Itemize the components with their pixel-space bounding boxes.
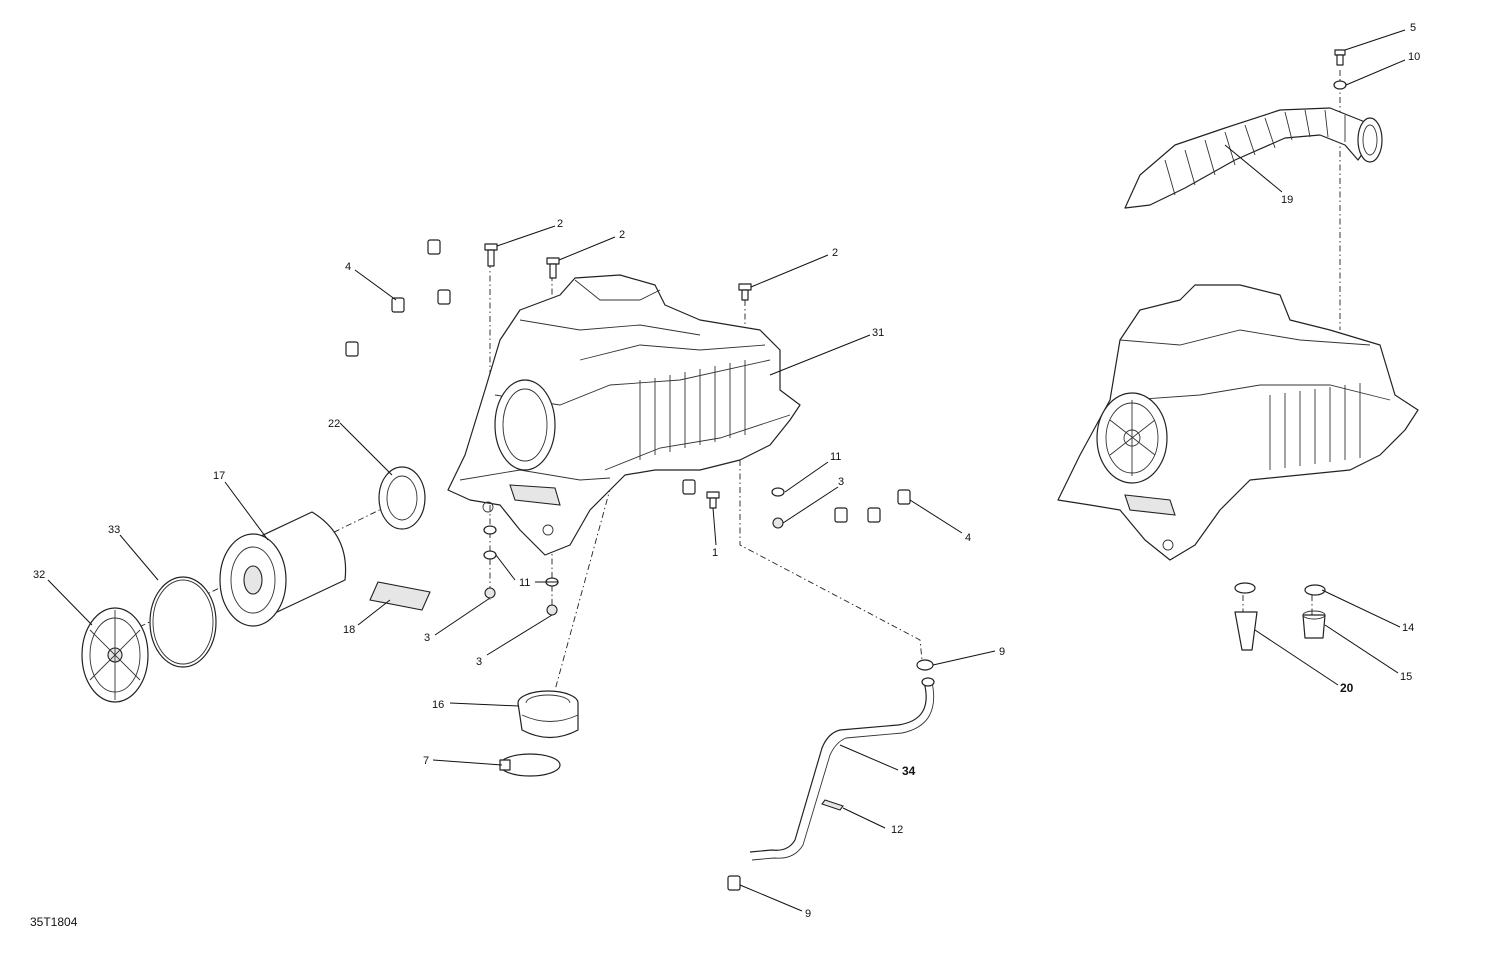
tie-12 (821, 799, 844, 811)
leader-lines (47, 29, 1406, 912)
screw-2-c (738, 283, 752, 301)
callout-labels: 5 10 19 2 2 2 4 31 22 17 33 32 18 11 11 … (33, 22, 1420, 920)
fitting-9-b (727, 875, 741, 891)
callout-9: 9 (805, 908, 811, 920)
clamp-7 (499, 753, 561, 777)
callout-11: 11 (830, 451, 841, 463)
airbox-assembled-view (1057, 284, 1419, 561)
callout-3: 3 (424, 632, 430, 644)
callout-11: 11 (519, 577, 530, 589)
callout-20: 20 (1340, 681, 1354, 695)
callout-15: 15 (1400, 671, 1412, 683)
sleeve-15 (1302, 610, 1326, 639)
callout-3: 3 (838, 476, 844, 488)
clamp-14-a (1234, 582, 1256, 594)
airbox-main (447, 274, 801, 556)
callout-17: 17 (213, 470, 225, 482)
screw-2-a (484, 243, 498, 267)
callout-2: 2 (557, 218, 563, 230)
callout-10: 10 (1408, 51, 1420, 63)
callout-5: 5 (1410, 22, 1416, 34)
callout-16: 16 (432, 699, 444, 711)
screw-2-b (546, 257, 560, 279)
sleeve-20 (1234, 611, 1258, 651)
clip-airbox (682, 479, 696, 495)
callout-22: 22 (328, 418, 340, 430)
callout-33: 33 (108, 524, 120, 536)
air-filter-17 (219, 511, 347, 627)
nut-3-c (772, 517, 784, 529)
hose-34 (749, 677, 935, 861)
o-ring-33 (149, 576, 217, 668)
screw-5 (1334, 49, 1346, 66)
label-18 (369, 581, 431, 611)
washer-10 (1333, 80, 1347, 90)
callout-14: 14 (1402, 622, 1414, 634)
intake-duct (1124, 107, 1383, 209)
clamp-9-a (916, 659, 934, 671)
callout-4: 4 (965, 532, 971, 544)
clips-4-left (345, 239, 451, 357)
callout-12: 12 (891, 824, 903, 836)
clamp-14-b (1304, 584, 1326, 596)
nut-3-b (546, 604, 558, 616)
callout-4: 4 (345, 261, 351, 273)
callout-34: 34 (902, 764, 916, 778)
nut-3-a (484, 587, 496, 599)
seal-22 (378, 466, 426, 530)
washer-11-d (771, 487, 785, 497)
callout-2: 2 (619, 229, 625, 241)
screw-1 (706, 491, 720, 509)
callout-19: 19 (1281, 194, 1293, 206)
washer-11-b (483, 550, 497, 560)
callout-18: 18 (343, 624, 355, 636)
callout-32: 32 (33, 569, 45, 581)
callout-3: 3 (476, 656, 482, 668)
callout-2: 2 (832, 247, 838, 259)
washer-11-a (483, 525, 497, 535)
callout-7: 7 (423, 755, 429, 767)
callout-9: 9 (999, 646, 1005, 658)
boot-16 (517, 690, 579, 739)
figure-id: 35T1804 (30, 915, 78, 929)
clips-4-right (834, 489, 911, 523)
cover-32 (81, 607, 149, 703)
callout-1: 1 (712, 547, 718, 559)
callout-31: 31 (872, 327, 884, 339)
